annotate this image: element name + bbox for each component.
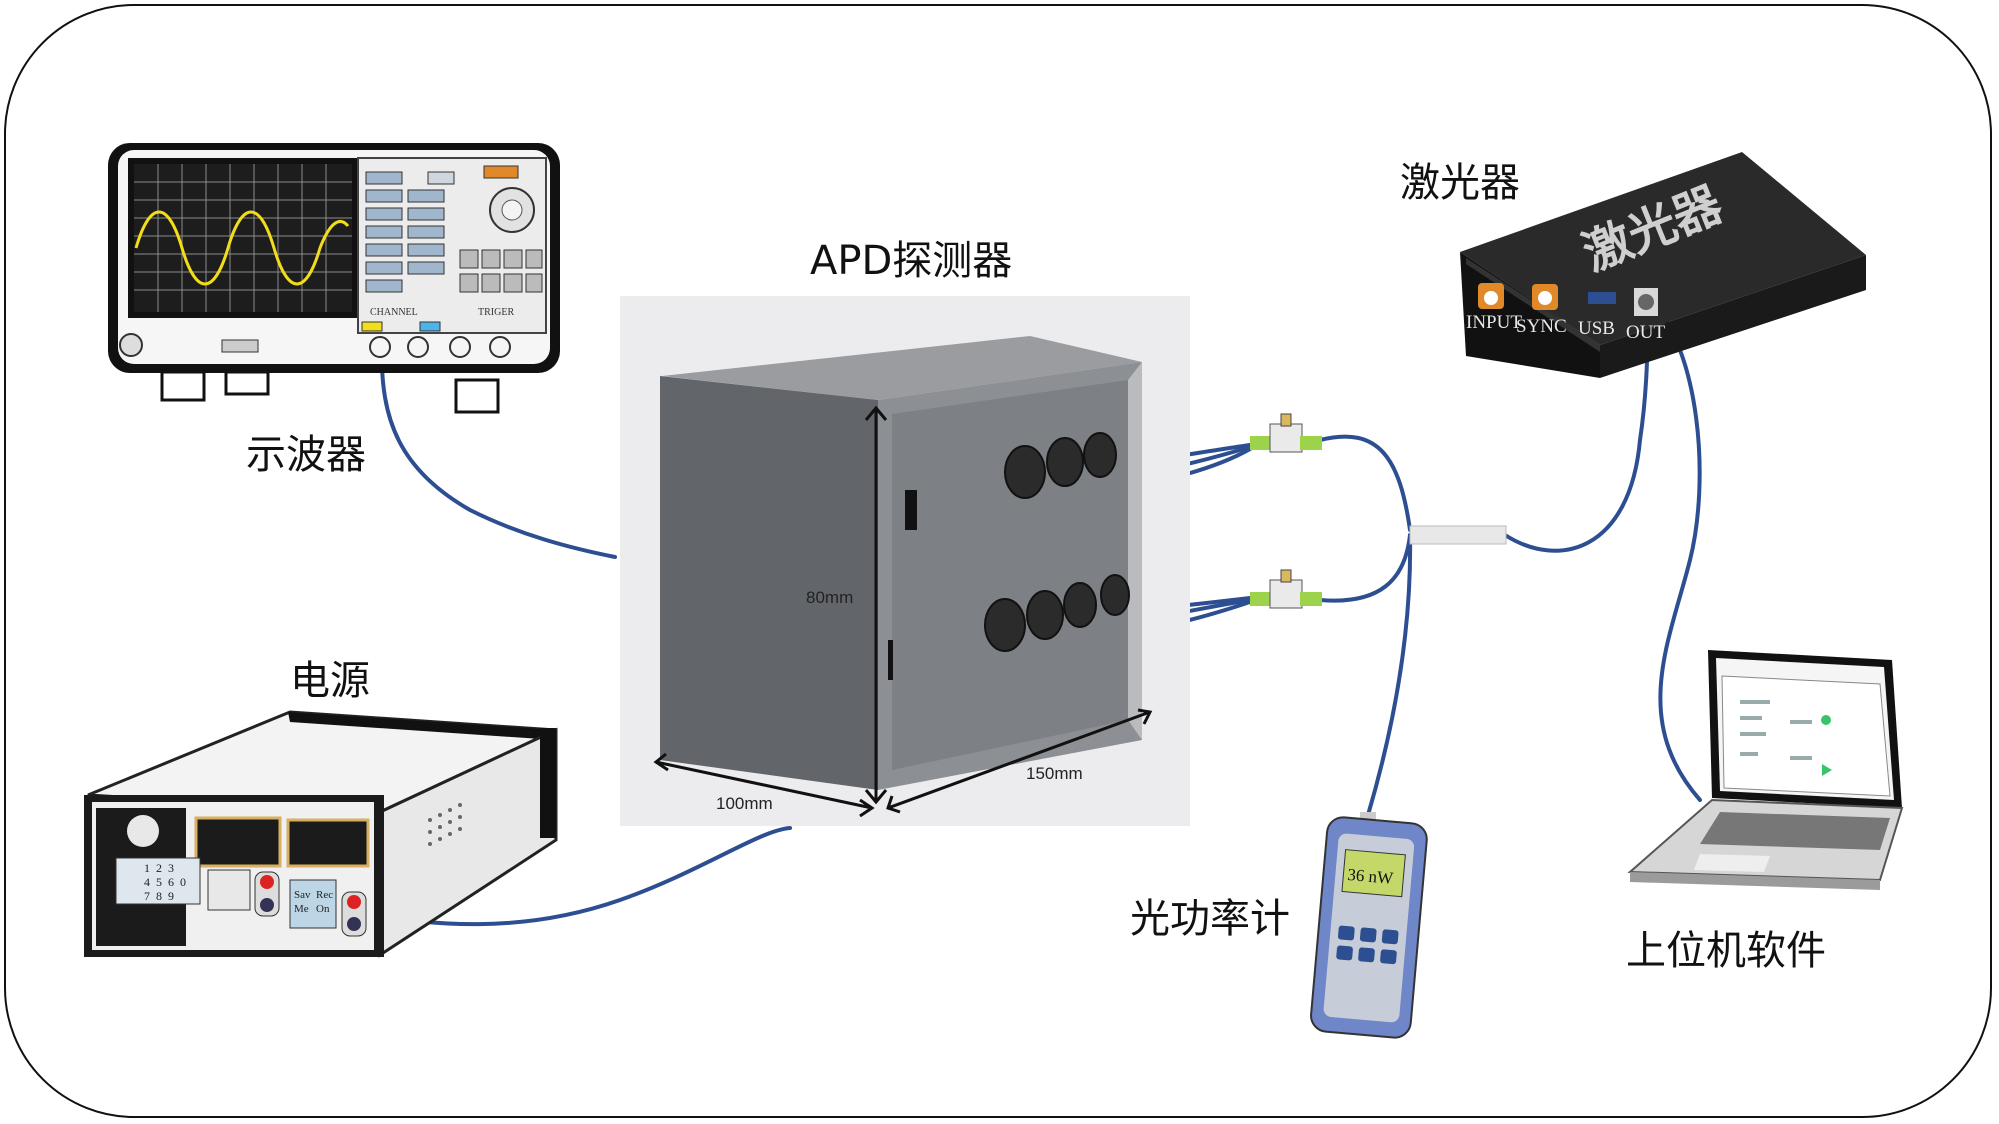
- ps-soft-on: On: [316, 903, 330, 915]
- dimension-width: 150mm: [1026, 764, 1083, 783]
- ps-soft-sav: Sav: [294, 889, 311, 901]
- label-laser: 激光器: [1400, 160, 1520, 206]
- power-meter-display: 36 nW: [1347, 865, 1395, 888]
- ps-key-5: 5: [156, 875, 162, 889]
- laser-usb-label: USB: [1578, 318, 1615, 339]
- optical-power-meter: 36 nW: [1310, 812, 1428, 1039]
- oscilloscope-grid: [134, 164, 352, 312]
- laser-input-label: INPUT: [1466, 312, 1522, 333]
- diagram-frame: [4, 4, 1992, 1118]
- ps-key-4: 4: [144, 875, 150, 889]
- ps-key-8: 8: [156, 889, 162, 903]
- oscilloscope-buttons: [365, 171, 455, 293]
- label-apd-detector: APD探测器: [810, 238, 1013, 284]
- oscilloscope: CHANNEL TRIGER: [108, 143, 560, 414]
- label-power-supply: 电源: [290, 658, 370, 704]
- dimension-depth: 100mm: [716, 794, 773, 813]
- apd-lower-connectors: [984, 574, 1130, 652]
- ps-soft-me: Me: [294, 903, 309, 915]
- apd-detector: [620, 296, 1190, 826]
- laptop: [1627, 650, 1904, 890]
- oscilloscope-trace: [134, 210, 350, 286]
- label-host-software: 上位机软件: [1626, 928, 1826, 974]
- cable-upper-splitter: [1318, 434, 1412, 532]
- fiber-splitter: [1409, 525, 1507, 545]
- ps-soft-rec: Rec: [316, 889, 333, 901]
- ps-key-3: 3: [168, 861, 174, 875]
- power-supply: 1 2 3 4 5 6 0 7 8 9 Sav Rec Me On: [84, 710, 558, 958]
- oscilloscope-channel-label: CHANNEL: [370, 307, 418, 318]
- label-oscilloscope: 示波器: [246, 432, 366, 478]
- label-power-meter: 光功率计: [1130, 896, 1290, 942]
- ps-key-2: 2: [156, 861, 162, 875]
- laser-out-label: OUT: [1626, 322, 1665, 343]
- laser-sync-label: SYNC: [1516, 316, 1567, 337]
- cable-splitter-meter: [1366, 533, 1413, 817]
- ps-key-9: 9: [168, 889, 174, 903]
- cable-lower-splitter: [1318, 533, 1412, 603]
- cable-oscilloscope-apd: [379, 345, 617, 559]
- cable-laser-laptop: [1648, 298, 1702, 802]
- apd-upper-connectors: [1004, 432, 1117, 499]
- fiber-connectors: [1250, 413, 1507, 609]
- ps-key-0: 0: [180, 875, 186, 889]
- dimension-height: 80mm: [806, 588, 854, 607]
- ps-key-7: 7: [144, 889, 150, 903]
- laser: 激光器 INPUT SYNC USB OUT: [1460, 152, 1866, 378]
- ps-key-1: 1: [144, 861, 150, 875]
- ps-key-6: 6: [168, 875, 174, 889]
- oscilloscope-trigger-label: TRIGER: [478, 307, 514, 318]
